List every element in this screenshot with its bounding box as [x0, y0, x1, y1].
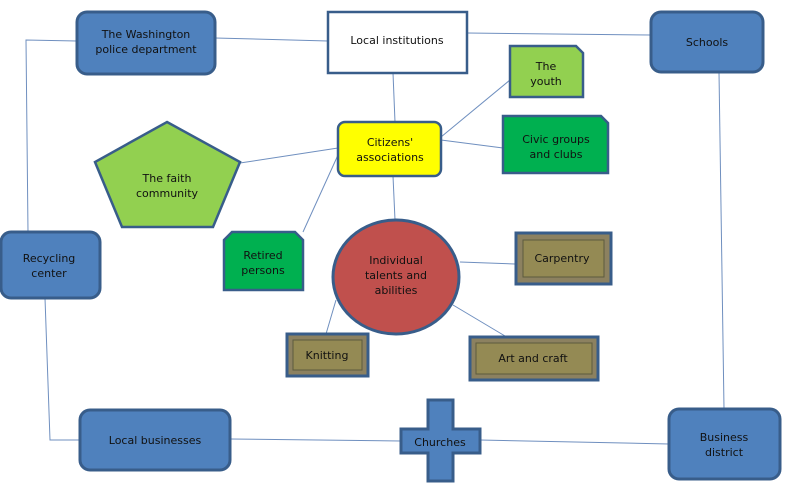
faith-label-2: community	[136, 187, 199, 200]
connector-institutions-schools	[466, 32, 652, 36]
carpentry-label: Carpentry	[534, 252, 590, 265]
node-police: The Washington police department	[75, 10, 217, 76]
connector-churches-business-district	[479, 439, 670, 445]
node-churches: Churches	[399, 398, 482, 483]
retired-label-1: Retired	[243, 249, 282, 262]
knitting-label: Knitting	[306, 349, 349, 362]
node-local-institutions: Local institutions	[326, 10, 469, 75]
connector-talents-knitting	[325, 299, 337, 335]
connector-talents-art	[452, 304, 506, 337]
connector-citizens-faith	[239, 147, 339, 164]
youth-label-1: The	[535, 60, 557, 73]
art-label: Art and craft	[498, 352, 568, 365]
node-faith-community: The faith community	[93, 120, 242, 229]
node-youth: The youth	[508, 44, 585, 99]
node-art-and-craft: Art and craft	[468, 335, 600, 382]
node-carpentry: Carpentry	[514, 231, 613, 286]
civic-label-1: Civic groups	[522, 133, 590, 146]
node-retired-persons: Retired persons	[222, 230, 305, 292]
civic-label-2: and clubs	[530, 148, 583, 161]
node-schools: Schools	[649, 10, 765, 74]
connectors	[25, 32, 725, 445]
talents-label-2: talents and	[365, 269, 427, 282]
node-knitting: Knitting	[285, 332, 370, 378]
business-district-label-1: Business	[700, 431, 749, 444]
connector-police-institutions	[214, 37, 329, 42]
node-business-district: Business district	[667, 407, 782, 481]
connector-citizens-talents	[392, 175, 396, 221]
citizens-label-1: Citizens'	[367, 136, 413, 149]
police-label-2: police department	[95, 43, 197, 56]
youth-label-2: youth	[530, 75, 562, 88]
node-local-businesses: Local businesses	[78, 408, 232, 472]
connector-schools-business-district	[718, 71, 725, 410]
churches-label: Churches	[414, 436, 466, 449]
retired-label-2: persons	[241, 264, 285, 277]
connector-police-recycling	[25, 39, 78, 233]
citizens-label-2: associations	[356, 151, 424, 164]
node-citizens-associations: Citizens' associations	[336, 120, 443, 178]
connector-citizens-civic	[440, 139, 504, 149]
recycling-label-1: Recycling	[23, 252, 76, 265]
business-district-label-2: district	[705, 446, 744, 459]
node-individual-talents: Individual talents and abilities	[331, 218, 461, 336]
institutions-label: Local institutions	[350, 34, 443, 47]
connector-recycling-businesses	[44, 297, 80, 441]
connector-citizens-youth	[440, 79, 511, 138]
recycling-label-2: center	[31, 267, 67, 280]
node-civic-groups: Civic groups and clubs	[501, 114, 610, 175]
talents-label-3: abilities	[375, 284, 418, 297]
talents-label-1: Individual	[369, 254, 423, 267]
schools-label: Schools	[686, 36, 729, 49]
connector-businesses-churches	[229, 438, 402, 442]
connector-institutions-citizens	[392, 72, 396, 123]
police-label-1: The Washington	[101, 28, 191, 41]
connector-citizens-retired	[302, 154, 339, 233]
node-recycling-center: Recycling center	[0, 230, 102, 300]
connector-talents-carpentry	[459, 261, 516, 265]
businesses-label: Local businesses	[109, 434, 202, 447]
faith-label-1: The faith	[142, 172, 192, 185]
